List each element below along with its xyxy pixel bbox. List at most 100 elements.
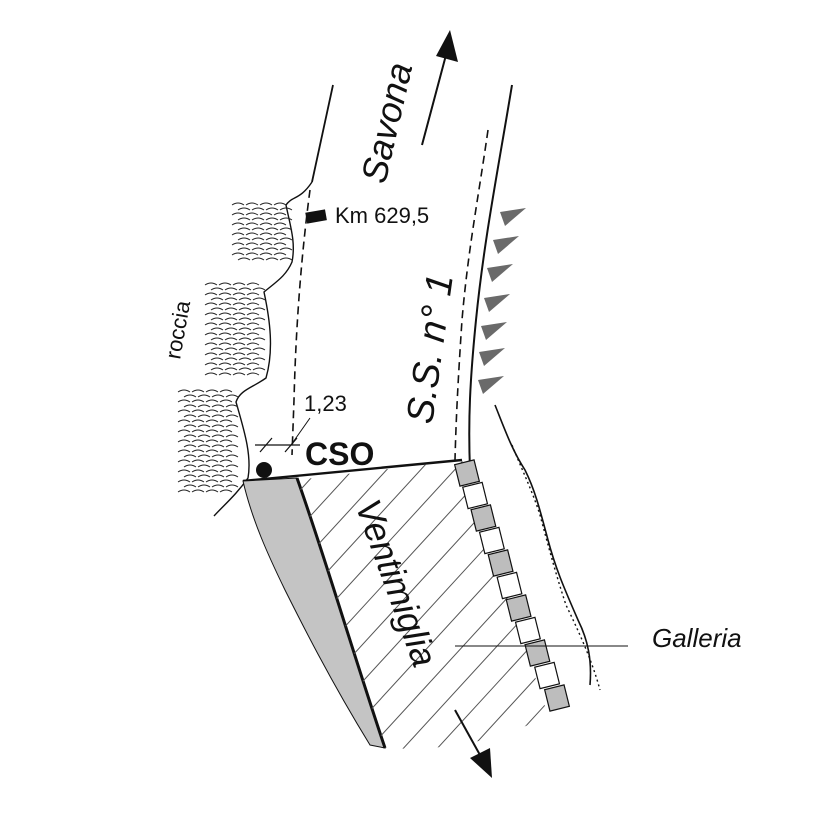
rock-stroke — [231, 202, 245, 206]
rock-stroke — [246, 282, 260, 286]
rock-stroke — [237, 247, 251, 251]
rock-stroke — [238, 287, 252, 291]
rock-stroke — [218, 342, 232, 346]
rock-stroke — [224, 347, 238, 351]
rock-stroke — [251, 227, 265, 231]
rock-stroke — [245, 202, 259, 206]
rock-stroke — [204, 282, 218, 286]
rock-stroke — [219, 449, 233, 453]
rock-stroke — [177, 469, 191, 473]
rock-stroke — [204, 322, 218, 326]
rock-stroke — [219, 409, 233, 413]
rock-stroke — [225, 404, 239, 408]
tunnel-label: Galleria — [652, 623, 742, 653]
rock-stroke — [225, 414, 239, 418]
rock-stroke — [204, 352, 218, 356]
rock-stroke — [232, 352, 246, 356]
rock-stroke — [246, 362, 260, 366]
rock-stroke — [183, 434, 197, 438]
rock-stroke — [251, 257, 265, 261]
rock-stroke — [273, 222, 287, 226]
embankment-tooth — [484, 294, 510, 312]
rock-stroke — [265, 207, 279, 211]
rock-stroke — [219, 439, 233, 443]
rock-stroke — [265, 227, 279, 231]
hatch-line — [297, 460, 381, 749]
rock-stroke — [177, 389, 191, 393]
rock-stroke — [210, 327, 224, 331]
rock-stroke — [246, 312, 260, 316]
rock-stroke — [205, 409, 219, 413]
rock-stroke — [183, 474, 197, 478]
rock-stroke — [210, 307, 224, 311]
rock-stroke — [197, 394, 211, 398]
hatch-line — [389, 460, 548, 749]
rock-stroke — [252, 297, 266, 301]
rock-stroke — [218, 352, 232, 356]
rock-stroke — [210, 347, 224, 351]
tunnel-block — [478, 526, 505, 555]
rock-label: roccia — [160, 298, 195, 361]
rock-stroke — [183, 424, 197, 428]
embankment-tooth — [479, 348, 505, 366]
rock-stroke — [231, 252, 245, 256]
rock-stroke — [238, 337, 252, 341]
rock-stroke — [246, 322, 260, 326]
tunnel-block — [543, 684, 571, 712]
rock-stroke — [252, 327, 266, 331]
rock-stroke — [183, 444, 197, 448]
coast-line-dotted — [511, 444, 601, 691]
rock-stroke — [191, 479, 205, 483]
rock-stroke — [205, 459, 219, 463]
rock-stroke — [238, 317, 252, 321]
rock-stroke — [279, 257, 293, 261]
rock-stroke — [273, 252, 287, 256]
rock-stroke — [210, 287, 224, 291]
hatch-line — [423, 460, 548, 749]
rock-stroke — [245, 212, 259, 216]
rock-stroke — [279, 217, 293, 221]
rock-stroke — [232, 312, 246, 316]
rock-stroke — [204, 292, 218, 296]
rock-stroke — [219, 469, 233, 473]
rock-stroke — [219, 419, 233, 423]
embankment-marks — [478, 208, 526, 394]
dimension-tick-left — [259, 437, 273, 453]
rock-stroke — [218, 292, 232, 296]
rock-stroke — [218, 362, 232, 366]
rock-stroke — [211, 444, 225, 448]
rock-stroke — [177, 399, 191, 403]
hatch-line — [0, 440, 278, 800]
rock-stroke — [191, 419, 205, 423]
rock-stroke — [191, 489, 205, 493]
rock-stroke — [219, 479, 233, 483]
rock-stroke — [219, 389, 233, 393]
rock-stroke — [183, 454, 197, 458]
rock-stroke — [265, 217, 279, 221]
rock-stroke — [197, 484, 211, 488]
rock-stroke — [205, 429, 219, 433]
rock-stroke — [237, 237, 251, 241]
rock-stroke — [218, 302, 232, 306]
tunnel-block — [514, 616, 541, 645]
rock-stroke — [246, 302, 260, 306]
rock-stroke — [251, 217, 265, 221]
tunnel-block — [496, 571, 523, 600]
rock-texture — [177, 202, 293, 493]
hatch-line — [628, 440, 826, 800]
rock-stroke — [218, 332, 232, 336]
embankment-tooth — [493, 236, 519, 254]
road-right-edge — [468, 84, 513, 471]
rock-stroke — [279, 227, 293, 231]
hatch-line — [560, 440, 826, 800]
hatch-line — [696, 440, 826, 800]
rock-stroke — [252, 367, 266, 371]
rock-stroke — [279, 247, 293, 251]
rock-stroke — [211, 394, 225, 398]
coast-line-solid — [494, 404, 592, 686]
rock-stroke — [237, 217, 251, 221]
rock-stroke — [231, 222, 245, 226]
rock-stroke — [224, 307, 238, 311]
rock-stroke — [210, 357, 224, 361]
road-left-dashed-line — [291, 189, 311, 456]
